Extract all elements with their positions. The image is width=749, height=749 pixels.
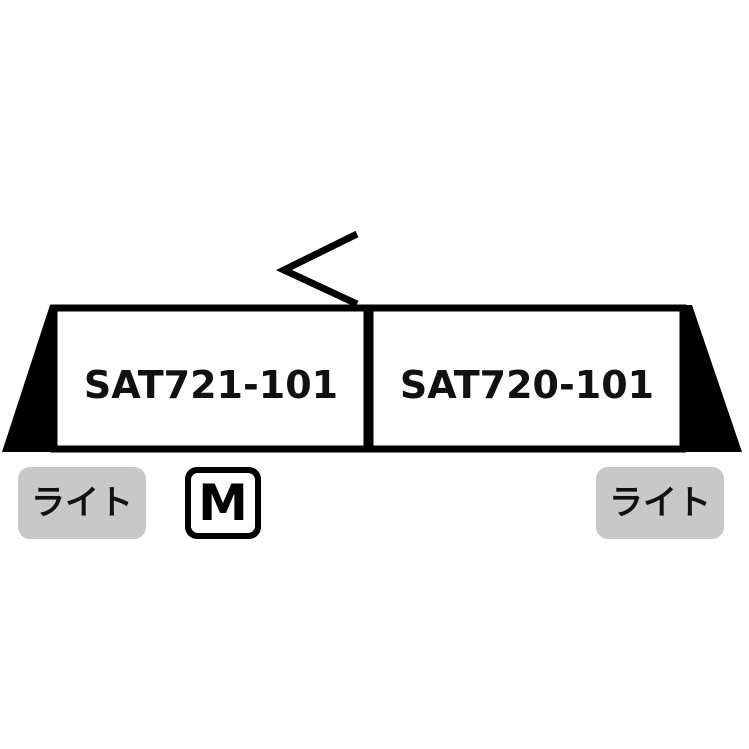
motor-badge-label: M — [191, 473, 255, 533]
right-cab-nose — [680, 305, 742, 452]
car-number-right: SAT720-101 — [399, 363, 655, 407]
motor-car-badge: M — [185, 467, 261, 539]
light-badge-left: ライト — [18, 467, 146, 539]
car-number-left: SAT721-101 — [83, 363, 339, 407]
pantograph-icon — [275, 230, 359, 308]
left-cab-nose — [2, 305, 58, 452]
light-badge-right: ライト — [596, 467, 724, 539]
